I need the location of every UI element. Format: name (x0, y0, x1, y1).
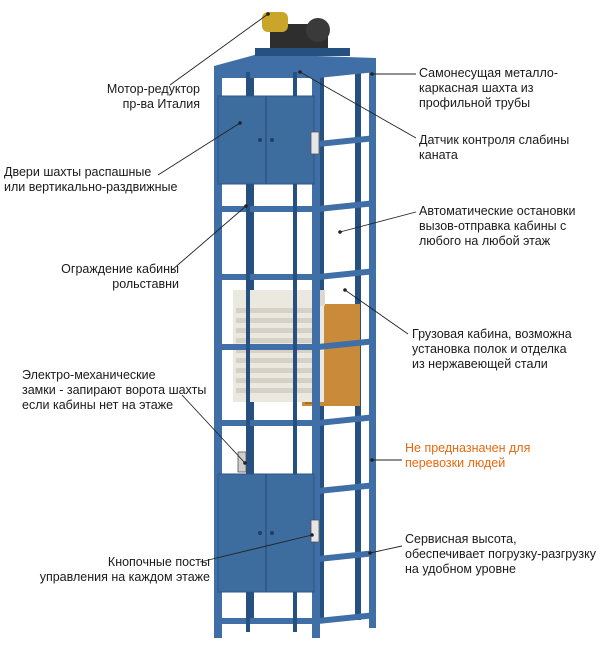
leader-dot (266, 12, 270, 16)
leader-dot (298, 70, 302, 74)
leader-motor (169, 13, 269, 86)
motor-base (255, 48, 350, 56)
label-frame-shaft: Самонесущая металло- каркасная шахта из … (419, 66, 559, 110)
shutter-slat (236, 378, 314, 383)
shutter-slat (236, 358, 314, 363)
side-rail (318, 200, 376, 212)
label-service-height: Сервисная высота, обеспечивает погрузку-… (405, 532, 596, 576)
door-handle (270, 138, 274, 142)
shutter-slat (236, 328, 314, 333)
leader-dot (368, 551, 372, 555)
side-rail (318, 268, 376, 280)
leader-dot (370, 72, 374, 76)
side-rail (318, 338, 376, 350)
shutter-slat (236, 368, 314, 373)
front-left-post (214, 66, 222, 638)
shutter-slat (236, 388, 314, 393)
leader-dot (370, 458, 374, 462)
label-shaft-doors: Двери шахты распашные или вертикально-ра… (4, 165, 178, 194)
side-rail (318, 612, 376, 624)
leader-call-posts (199, 534, 313, 563)
gear-housing (306, 18, 330, 42)
leader-dot (243, 461, 247, 465)
inner-post (246, 72, 250, 632)
label-call-posts: Кнопочные посты управления на каждом эта… (39, 555, 210, 584)
shutter-slat (236, 338, 314, 343)
label-auto-stops: Автоматические остановки вызов-отправка … (419, 204, 576, 248)
label-slack-sensor: Датчик контроля слабины каната (419, 133, 570, 162)
leader-cargo-cabin (344, 289, 409, 335)
label-cabin-guard: Ограждение кабины рольставни (61, 262, 179, 291)
leader-locks (181, 394, 246, 464)
leader-slack-sensor (299, 71, 417, 139)
leader-auto-stops (339, 211, 417, 233)
door-handle (270, 531, 274, 535)
side-rail (318, 482, 376, 494)
right-post (369, 66, 376, 628)
shutter-slat (236, 308, 314, 313)
leader-shaft-doors (157, 122, 241, 176)
inner-post (293, 72, 297, 632)
leader-dot (343, 288, 347, 292)
front-rail (214, 344, 320, 350)
motor-coil (262, 12, 288, 32)
call-post-top (310, 131, 320, 155)
label-cargo-cabin: Грузовая кабина, возможна установка поло… (412, 327, 572, 371)
leader-service-height (369, 545, 403, 554)
front-right-post (312, 66, 320, 638)
door-handle (258, 138, 262, 142)
leader-dot (310, 533, 314, 537)
door-handle (258, 531, 262, 535)
leader-dot (338, 230, 342, 234)
leader-lines (157, 12, 417, 563)
side-rail (318, 550, 376, 562)
label-motor: Мотор-редуктор пр-ва Италия (106, 82, 200, 111)
side-rail (318, 135, 376, 147)
front-rail (214, 618, 320, 624)
label-locks: Электро-механические замки - запирают во… (22, 368, 207, 412)
side-rail (318, 66, 376, 78)
shaft-doors (217, 95, 320, 593)
front-rail (214, 274, 320, 280)
leader-cabin-guard (171, 205, 247, 271)
call-post-bottom (310, 519, 320, 543)
leader-dot (238, 121, 242, 125)
shutter-slat (236, 318, 314, 323)
label-warning: Не предназначен для перевозки людей (405, 441, 531, 470)
side-rail (318, 414, 376, 426)
gear-motor-icon (255, 12, 350, 56)
front-rail (214, 420, 320, 426)
shutter-slat (236, 348, 314, 353)
front-rail (214, 206, 320, 212)
leader-dot (244, 204, 248, 208)
front-rail (214, 72, 320, 78)
top-cap (214, 54, 376, 74)
